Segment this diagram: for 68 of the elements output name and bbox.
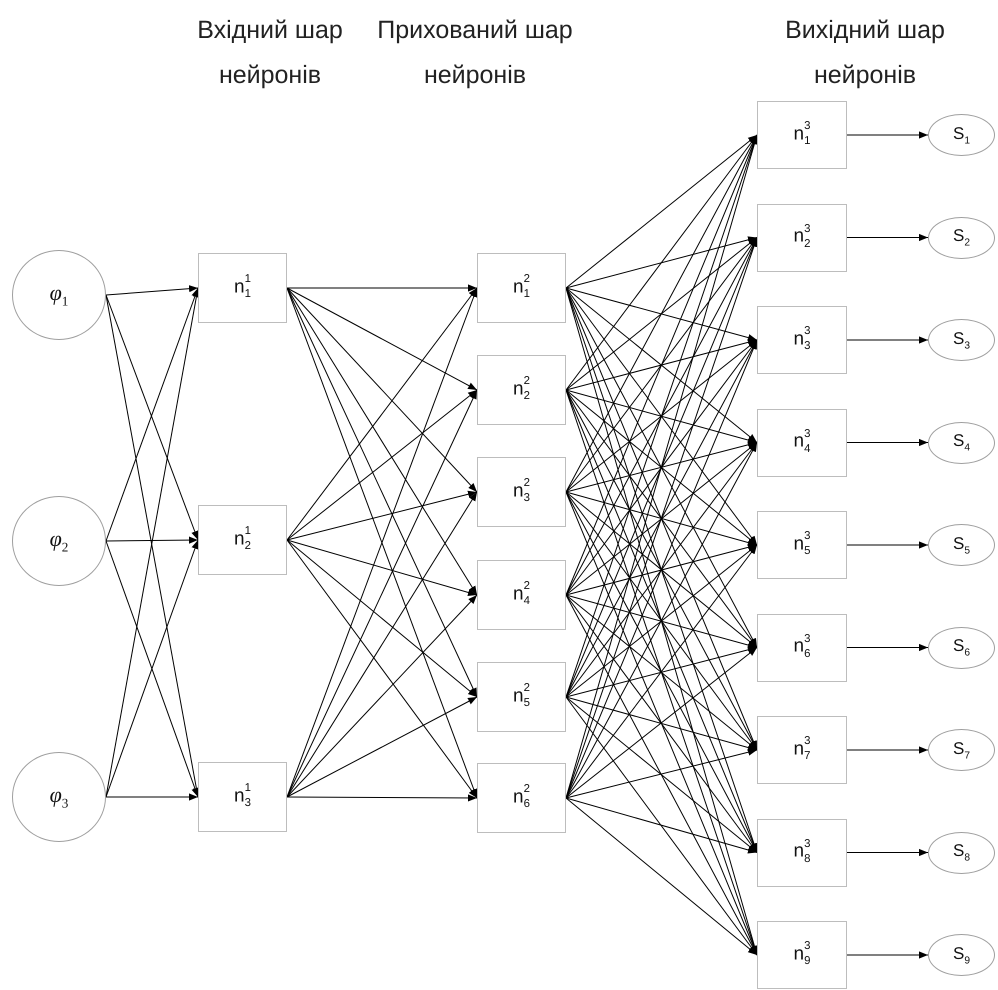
arrow bbox=[106, 536, 198, 544]
output-ellipse: S$_{5}$ bbox=[928, 524, 995, 566]
arrow bbox=[286, 540, 478, 596]
arrow bbox=[566, 288, 758, 546]
output-ellipse: S$_{6}$ bbox=[928, 626, 995, 668]
arrow bbox=[286, 288, 478, 390]
arrow bbox=[566, 441, 758, 492]
layer-title: Вхідний шар нейронів bbox=[196, 15, 344, 91]
arrow bbox=[846, 951, 928, 959]
arrow bbox=[566, 340, 758, 492]
arrow bbox=[566, 544, 758, 596]
arrow bbox=[566, 594, 758, 649]
arrow bbox=[566, 594, 758, 750]
output-ellipse: S$_{7}$ bbox=[928, 729, 995, 771]
arrow bbox=[286, 288, 478, 540]
output-ellipse: S$_{1}$ bbox=[928, 114, 995, 156]
arrow bbox=[566, 492, 758, 546]
arrow bbox=[566, 338, 758, 390]
arrow bbox=[846, 541, 928, 549]
arrow bbox=[566, 798, 758, 854]
layer-title: Прихований шар нейронів bbox=[376, 15, 574, 91]
arrow bbox=[566, 646, 758, 698]
arrow bbox=[286, 594, 478, 798]
arrow bbox=[566, 696, 758, 752]
output-ellipse: S$_{8}$ bbox=[928, 832, 995, 874]
arrow bbox=[286, 288, 478, 492]
arrow bbox=[286, 540, 478, 698]
arrow bbox=[566, 544, 758, 698]
input-circle: φ$_{2}$ bbox=[12, 496, 106, 586]
output-ellipse: S$_{3}$ bbox=[928, 319, 995, 361]
arrow bbox=[846, 644, 928, 652]
arrow bbox=[566, 134, 758, 288]
arrow bbox=[566, 647, 758, 798]
arrow bbox=[566, 492, 758, 648]
input-circle: φ$_{1}$ bbox=[12, 250, 106, 340]
arrow bbox=[566, 236, 758, 288]
arrow bbox=[566, 288, 758, 342]
arrow bbox=[846, 131, 928, 139]
arrow bbox=[566, 390, 758, 444]
arrow bbox=[566, 288, 758, 443]
arrow bbox=[566, 390, 758, 546]
arrow bbox=[106, 285, 198, 296]
arrow bbox=[566, 798, 758, 956]
output-ellipse: S$_{4}$ bbox=[928, 422, 995, 464]
arrow bbox=[286, 492, 478, 798]
arrow bbox=[846, 336, 928, 344]
arrow bbox=[566, 748, 758, 798]
arrow bbox=[566, 544, 758, 798]
arrow bbox=[286, 696, 478, 798]
arrow bbox=[566, 442, 758, 596]
arrow bbox=[846, 234, 928, 242]
arrow bbox=[286, 390, 478, 540]
arrow bbox=[286, 284, 478, 292]
layer-title: Вихідний шар нейронів bbox=[784, 15, 946, 91]
arrow bbox=[846, 848, 928, 856]
arrow bbox=[286, 288, 478, 596]
arrow bbox=[286, 794, 478, 802]
arrow bbox=[286, 540, 478, 798]
arrow bbox=[286, 490, 478, 540]
arrow bbox=[566, 696, 758, 853]
output-ellipse: S$_{2}$ bbox=[928, 216, 995, 258]
arrow bbox=[846, 438, 928, 446]
arrow bbox=[566, 237, 758, 390]
output-ellipse: S$_{9}$ bbox=[928, 934, 995, 976]
arrow bbox=[106, 793, 198, 801]
arrow bbox=[566, 442, 758, 798]
arrow bbox=[846, 746, 928, 754]
input-circle: φ$_{3}$ bbox=[12, 752, 106, 842]
